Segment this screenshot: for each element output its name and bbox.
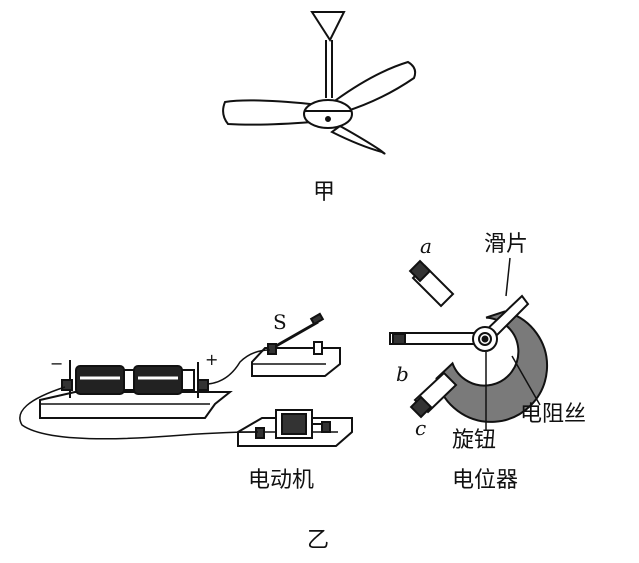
switch-blade: [275, 320, 319, 348]
switch-terminal-left: [267, 343, 277, 355]
motor-coil: [281, 413, 307, 435]
label-switch-s: S: [273, 310, 287, 334]
wire-leader: [511, 355, 541, 406]
terminal-b: [392, 333, 406, 345]
battery-terminal-right: [197, 379, 209, 391]
wire-battery-to-switch: [207, 349, 271, 385]
terminal-c: [409, 395, 433, 419]
switch-knob: [309, 312, 325, 326]
battery-cell-2: [133, 365, 183, 395]
label-motor: 电动机: [248, 468, 315, 493]
switch: [251, 312, 341, 377]
label-battery-plus: +: [205, 350, 219, 369]
fan-hub: [303, 99, 353, 129]
label-jia: 甲: [313, 180, 336, 205]
switch-post: [313, 341, 323, 355]
fan-blade-right: [334, 60, 417, 114]
label-yi: 乙: [307, 528, 330, 553]
label-battery-minus: −: [50, 354, 64, 373]
label-terminal-c: c: [415, 416, 427, 440]
label-resistance-wire: 电阻丝: [520, 402, 587, 427]
battery-base: [39, 391, 233, 419]
label-potentiometer: 电位器: [452, 468, 519, 493]
terminal-a: [408, 259, 432, 283]
motor: [237, 409, 353, 447]
fan-canopy: [310, 11, 346, 43]
label-terminal-b: b: [396, 362, 409, 386]
fan-blade-left: [222, 99, 314, 126]
label-slider: 滑片: [484, 232, 529, 257]
circuit-wires: [19, 349, 271, 440]
potentiometer: [389, 259, 549, 423]
label-knob: 旋钮: [452, 428, 497, 453]
slider-leader: [505, 257, 511, 297]
wire-battery-to-motor: [19, 386, 259, 440]
battery-terminal-left: [61, 379, 73, 391]
motor-terminal: [255, 427, 265, 439]
fan-blade-bottom: [330, 124, 386, 155]
ceiling-fan: [222, 11, 417, 155]
leader-lines: [485, 257, 541, 430]
switch-base: [251, 347, 341, 377]
battery-cell-1: [75, 365, 125, 395]
label-terminal-a: a: [420, 234, 432, 258]
fan-hub-dot: [325, 116, 331, 122]
battery-holder: [39, 360, 233, 419]
